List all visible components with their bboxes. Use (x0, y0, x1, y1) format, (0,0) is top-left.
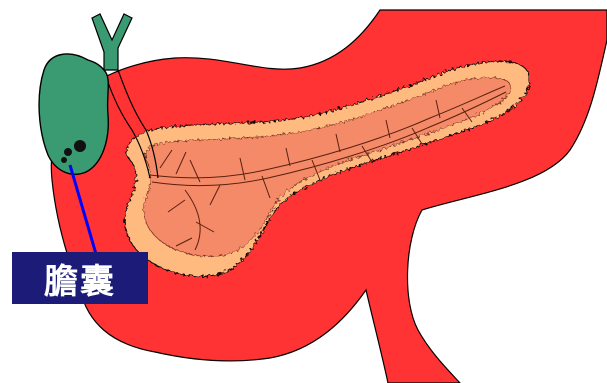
gallstone (74, 140, 86, 152)
gallbladder-label: 膽囊 (12, 252, 148, 304)
gallbladder (39, 54, 108, 174)
gallstone (61, 157, 67, 163)
gallstone (64, 148, 72, 156)
bile-duct (92, 14, 132, 70)
gallbladder-label-text: 膽囊 (44, 254, 116, 303)
